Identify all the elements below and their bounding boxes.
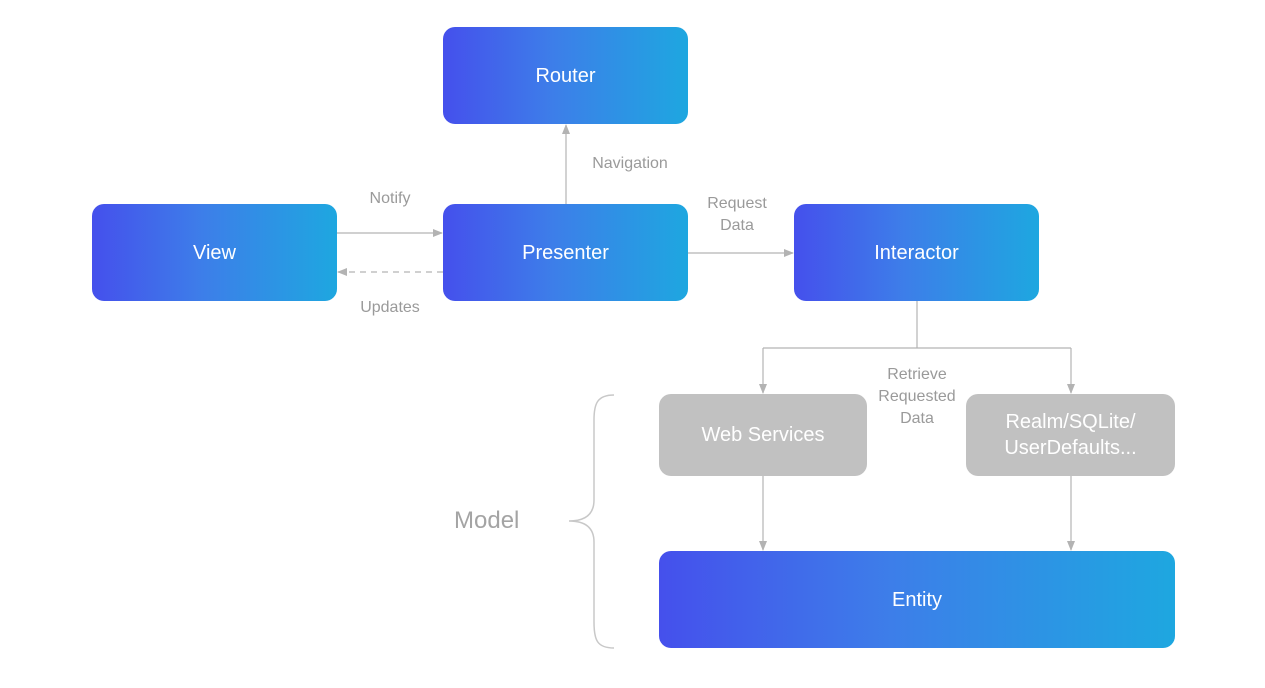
retrieve-data-label-line3: Data: [900, 410, 934, 427]
router-node: Router: [443, 27, 688, 124]
web-services-label: Web Services: [701, 424, 825, 446]
interactor-label: Interactor: [874, 241, 959, 264]
updates-label: Updates: [360, 299, 420, 316]
retrieve-data-label-line2: Requested: [878, 388, 956, 405]
storage-label-line1: Realm/SQLite/: [1005, 411, 1136, 433]
retrieve-data-label-line1: Retrieve: [887, 366, 947, 383]
model-brace: [568, 394, 615, 649]
request-data-label-line1: Request: [707, 195, 767, 212]
view-node: View: [92, 204, 337, 301]
interactor-node: Interactor: [794, 204, 1039, 301]
retrieve-data-label: Retrieve Requested Data: [867, 364, 967, 430]
storage-label-line2: UserDefaults...: [1004, 437, 1137, 459]
entity-label: Entity: [891, 588, 943, 611]
presenter-node: Presenter: [443, 204, 688, 301]
model-label: Model: [454, 507, 520, 534]
view-label: View: [193, 241, 236, 264]
presenter-label: Presenter: [522, 241, 609, 264]
web-services-node: Web Services: [659, 394, 867, 476]
router-label: Router: [535, 64, 596, 87]
request-data-label-line2: Data: [720, 217, 754, 234]
navigation-label: Navigation: [592, 155, 668, 172]
storage-node: Realm/SQLite/ UserDefaults...: [966, 394, 1175, 476]
notify-label: Notify: [369, 190, 411, 207]
entity-node: Entity: [659, 551, 1175, 648]
request-data-label: Request Data: [687, 193, 787, 237]
